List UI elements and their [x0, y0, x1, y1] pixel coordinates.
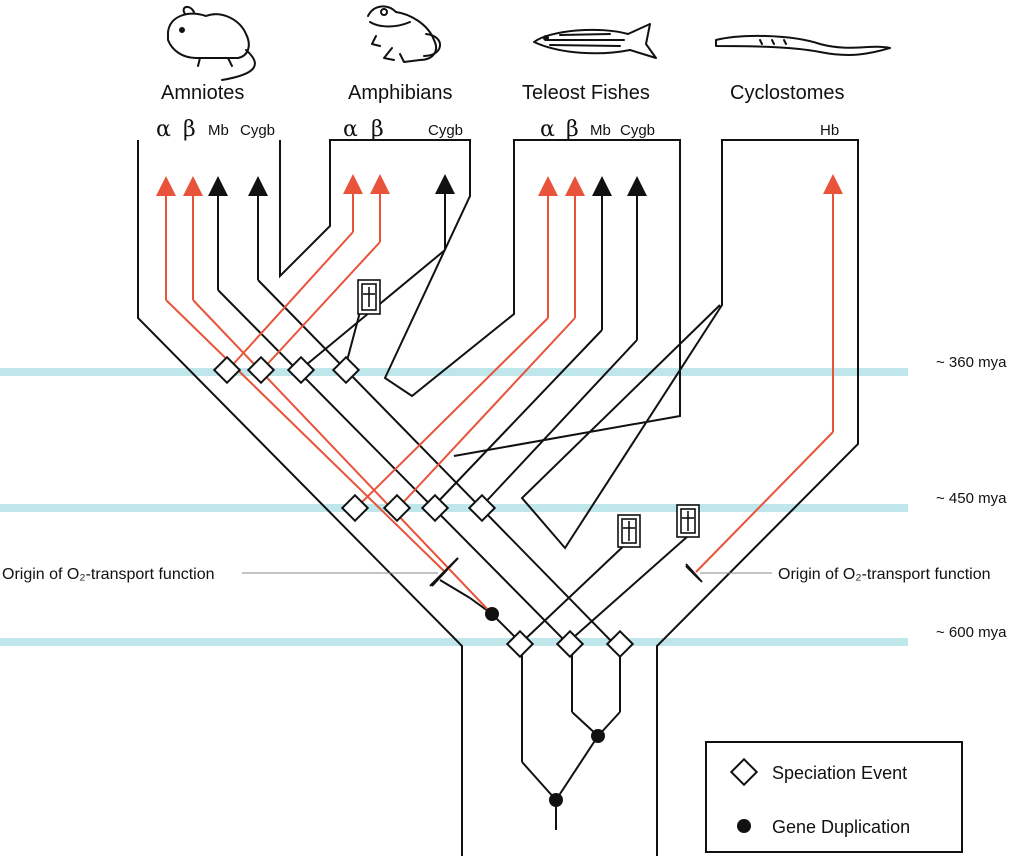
speciation-node — [467, 493, 497, 523]
clade-label-amniotes: Amniotes — [161, 82, 244, 104]
time-label-360: ~ 360 mya — [936, 354, 1007, 371]
legend: Speciation Event Gene Duplication — [705, 741, 963, 853]
legend-speciation-label: Speciation Event — [772, 763, 907, 783]
oxygen-transport-lineages — [156, 174, 843, 615]
gene-label: Mb — [590, 122, 611, 139]
clade-label-amphibians: Amphibians — [348, 82, 453, 104]
gene-label: β — [183, 117, 196, 142]
gene-label: α — [343, 117, 358, 142]
gene-label: Cygb — [240, 122, 275, 139]
legend-duplication-label: Gene Duplication — [772, 817, 910, 837]
speciation-node — [382, 493, 412, 523]
speciation-node — [340, 493, 370, 523]
black-lineages — [208, 174, 701, 830]
fish-icon — [533, 23, 657, 59]
gene-label: β — [566, 117, 579, 142]
tombstone-icon — [676, 504, 700, 538]
origin-label-left: Origin of O₂-transport function — [2, 566, 215, 583]
speciation-events — [212, 355, 635, 659]
speciation-node — [505, 629, 535, 659]
speciation-node — [555, 629, 585, 659]
duplication-node — [549, 793, 563, 807]
gene-label: α — [540, 117, 555, 142]
time-band-360 — [0, 368, 1018, 376]
gene-label: α — [156, 117, 171, 142]
species-tree-outline — [137, 139, 859, 856]
gene-label: Hb — [820, 122, 839, 139]
speciation-node — [212, 355, 242, 385]
speciation-node — [286, 355, 316, 385]
frog-icon — [367, 5, 441, 63]
time-label-450: ~ 450 mya — [936, 490, 1007, 507]
tombstone-icon — [617, 514, 641, 548]
speciation-node — [246, 355, 276, 385]
gene-label: β — [371, 117, 384, 142]
gene-label: Mb — [208, 122, 229, 139]
mouse-icon — [167, 6, 256, 81]
speciation-legend-icon — [729, 757, 759, 787]
lamprey-icon — [715, 34, 891, 56]
speciation-node — [605, 629, 635, 659]
time-label-600: ~ 600 mya — [936, 624, 1007, 641]
duplication-node — [591, 729, 605, 743]
clade-label-cyclostomes: Cyclostomes — [730, 82, 844, 104]
speciation-node — [420, 493, 450, 523]
origin-label-right: Origin of O₂-transport function — [778, 566, 991, 583]
gene-label: Cygb — [428, 122, 463, 139]
gene-label: Cygb — [620, 122, 655, 139]
clade-label-teleost: Teleost Fishes — [522, 82, 650, 104]
gene-duplications — [485, 607, 605, 807]
duplication-legend-icon — [737, 819, 751, 833]
time-band-450 — [0, 504, 1018, 512]
gene-loss-markers — [357, 279, 700, 548]
speciation-node — [331, 355, 361, 385]
duplication-node — [485, 607, 499, 621]
tombstone-icon — [357, 279, 381, 315]
